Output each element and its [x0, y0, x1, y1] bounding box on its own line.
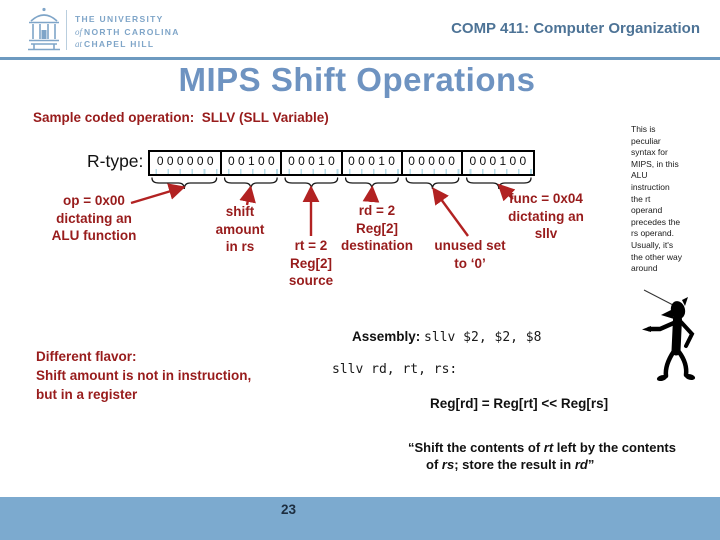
underbrace-rs — [223, 177, 278, 190]
bitfield-op: 0 0 0 0 0 0 — [150, 152, 223, 174]
underbrace-op — [151, 177, 218, 190]
description-quote: “Shift the contents of rt left by the co… — [408, 440, 676, 472]
unc-old-well-logo-icon — [28, 7, 60, 51]
page-number: 23 — [281, 502, 297, 517]
bitfield-rt: 0 0 0 1 0 — [282, 152, 343, 174]
field-label-rd: rd = 2 Reg[2] destination — [340, 203, 413, 253]
side-note: This is peculiar syntax for MIPS, in thi… — [631, 124, 683, 274]
assembly-syntax: sllv rd, rt, rs: — [332, 362, 458, 377]
bit-tick-marks — [150, 169, 533, 174]
field-label-func: func = 0x04 dictating an sllv — [508, 191, 584, 241]
assembly-line: Assembly: sllv $2, $2, $8 — [352, 329, 541, 345]
assembly-instruction: sllv $2, $2, $8 — [424, 330, 542, 345]
bitfield-rd: 0 0 0 1 0 — [343, 152, 403, 174]
assembly-label: Assembly: — [352, 329, 421, 344]
field-label-unused: unused set to ‘0’ — [434, 238, 506, 271]
bitfield-rs: 0 0 1 0 0 — [222, 152, 283, 174]
underbrace-rt — [284, 177, 339, 190]
header-rule — [0, 57, 720, 60]
university-line-1: THE UNIVERSITY — [75, 14, 164, 24]
underbraces — [151, 177, 532, 190]
bitfield-func: 0 0 0 1 0 0 — [469, 154, 527, 168]
bitfield-shamt: 0 0 0 0 0 — [403, 152, 463, 174]
assembly-semantics: Reg[rd] = Reg[rt] << Reg[rs] — [430, 396, 609, 411]
footer-bar — [0, 497, 720, 540]
course-header: COMP 411: Computer Organization — [451, 20, 700, 37]
field-label-op: op = 0x00 dictating an ALU function — [51, 193, 137, 243]
rtype-label: R-type: — [87, 151, 144, 171]
sample-heading: Sample coded operation: SLLV (SLL Variab… — [33, 110, 329, 125]
field-label-rt: rt = 2 Reg[2] source — [288, 238, 334, 288]
underbrace-func — [466, 177, 532, 190]
header-divider — [66, 10, 67, 50]
slide-title: MIPS Shift Operations — [178, 61, 536, 98]
stick-figure-icon — [642, 289, 696, 382]
underbrace-shamt — [405, 177, 460, 190]
underbrace-rd — [344, 177, 399, 190]
arrow-unused — [432, 187, 469, 237]
different-flavor-note: Different flavor: Shift amount is not in… — [36, 349, 252, 402]
field-label-shift: shift amount in rs — [215, 204, 265, 254]
